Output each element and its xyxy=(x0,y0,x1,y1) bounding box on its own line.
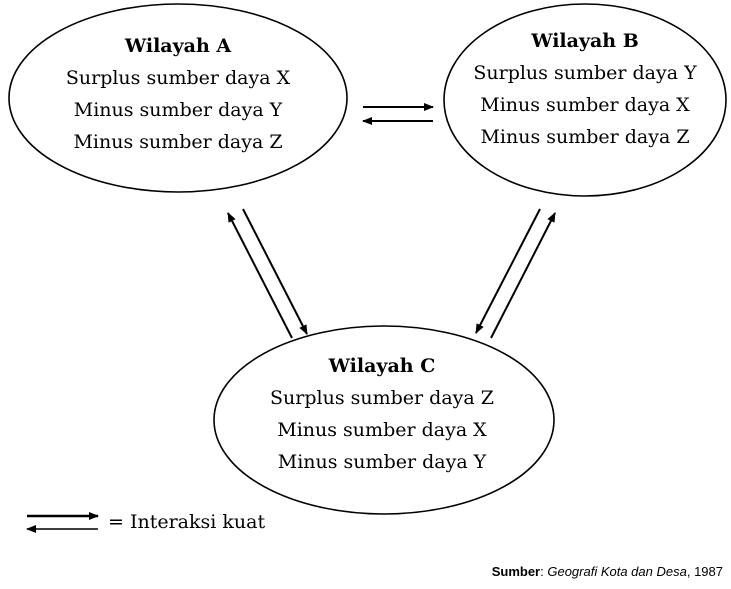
legend-label: = Interaksi kuat xyxy=(108,511,266,533)
source-separator: : xyxy=(540,564,548,579)
region-c-line-1: Surplus sumber daya Z xyxy=(270,387,494,409)
source-title: Geografi Kota dan Desa xyxy=(547,564,687,579)
region-a-line-2: Minus sumber daya Y xyxy=(73,99,283,121)
region-a-line-3: Minus sumber daya Z xyxy=(73,131,283,153)
arrow-b-to-c xyxy=(475,208,541,334)
source-label: Sumber xyxy=(491,564,541,579)
arrow-pair-a-b xyxy=(362,103,434,125)
region-b-title: Wilayah B xyxy=(531,30,639,52)
legend-arrows xyxy=(26,512,99,533)
arrow-pair-b-c xyxy=(475,208,556,339)
arrow-a-to-c xyxy=(242,208,308,335)
region-a-title: Wilayah A xyxy=(124,35,232,57)
arrow-c-to-a xyxy=(227,212,293,339)
region-b-line-1: Surplus sumber daya Y xyxy=(473,62,697,84)
region-c-line-3: Minus sumber daya Y xyxy=(277,451,487,473)
region-b-line-3: Minus sumber daya Z xyxy=(480,126,690,148)
region-a-text: Wilayah A Surplus sumber daya X Minus su… xyxy=(38,30,318,158)
region-c-line-2: Minus sumber daya X xyxy=(277,419,487,441)
source-year: 1987 xyxy=(694,564,723,579)
region-b-ellipse xyxy=(443,3,727,197)
source-credit: Sumber: Geografi Kota dan Desa, 1987 xyxy=(492,563,723,581)
arrow-pair-a-c xyxy=(227,208,308,339)
region-a-ellipse xyxy=(8,3,348,193)
region-b-line-2: Minus sumber daya X xyxy=(480,94,690,116)
region-c-ellipse xyxy=(213,325,555,515)
source-year-separator: , xyxy=(686,564,695,579)
region-a-line-1: Surplus sumber daya X xyxy=(65,67,291,89)
region-c-title: Wilayah C xyxy=(328,355,436,377)
arrow-c-to-b xyxy=(490,212,556,339)
region-c-text: Wilayah C Surplus sumber daya Z Minus su… xyxy=(242,350,522,478)
region-b-text: Wilayah B Surplus sumber daya Y Minus su… xyxy=(445,25,725,153)
